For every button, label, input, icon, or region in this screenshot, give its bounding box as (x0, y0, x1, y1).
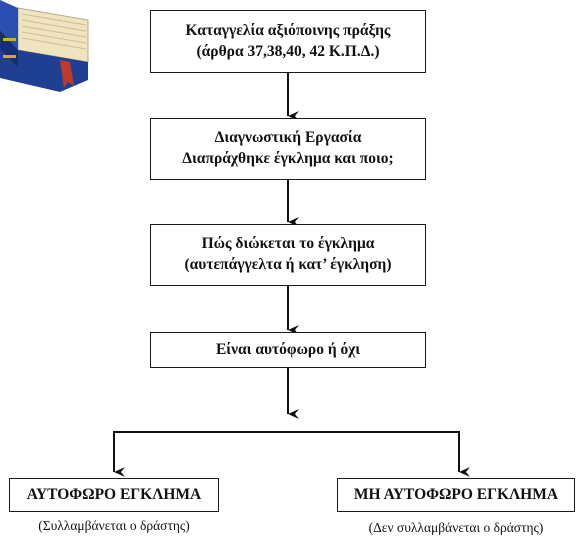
step-flagrant-box: Είναι αυτόφωρο ή όχι (150, 332, 426, 368)
outcome-flagrant-title: ΑΥΤΟΦΩΡΟ ΕΓΚΛΗΜΑ (26, 485, 202, 503)
step-diagnosis-box: Διαγνωστική Εργασία Διαπράχθηκε έγκλημα … (150, 118, 426, 180)
outcome-flagrant-box: ΑΥΤΟΦΩΡΟ ΕΓΚΛΗΜΑ (9, 478, 219, 512)
step-complaint-articles: (άρθρα 37,38,40, 42 Κ.Π.Δ.) (196, 42, 380, 60)
law-book-icon (0, 0, 89, 92)
outcome-nonflagrant-title: ΜΗ ΑΥΤΟΦΩΡΟ ΕΓΚΛΗΜΑ (353, 485, 559, 503)
outcome-flagrant-note: (Συλλαμβάνεται ο δράστης) (38, 518, 190, 533)
outcome-nonflagrant-note: (Δεν συλλαμβάνεται ο δράστης) (368, 520, 544, 535)
step-diagnosis-title: Διαγνωστική Εργασία (214, 129, 362, 147)
outcome-nonflagrant-box: ΜΗ ΑΥΤΟΦΩΡΟ ΕΓΚΛΗΜΑ (337, 478, 575, 512)
step-prosecution-mode: (αυτεπάγγελτα ή κατ’ έγκληση) (184, 256, 392, 273)
step-diagnosis-question: Διαπράχθηκε έγκλημα και ποιο; (182, 150, 394, 167)
step-prosecution-box: Πώς διώκεται το έγκλημα (αυτεπάγγελτα ή … (150, 224, 426, 286)
step-complaint-title: Καταγγελία αξιόποινης πράξης (185, 21, 391, 39)
step-complaint-box: Καταγγελία αξιόποινης πράξης (άρθρα 37,3… (150, 10, 426, 73)
step-prosecution-title: Πώς διώκεται το έγκλημα (201, 235, 375, 253)
step-flagrant-question: Είναι αυτόφωρο ή όχι (215, 340, 361, 358)
